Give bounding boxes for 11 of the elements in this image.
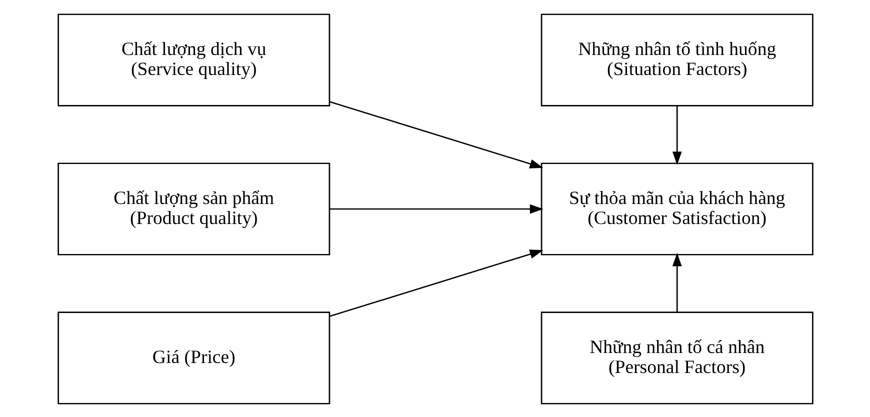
node-box: Chất lượng dịch vụ (Service quality): [57, 13, 330, 106]
node-box: Giá (Price): [57, 311, 330, 404]
node-box: Sự thỏa mãn của khách hàng (Customer Satisfaction): [540, 162, 813, 255]
arrow: [672, 252, 682, 312]
node-box: Những nhân tố cá nhân (Personal Factors): [540, 311, 813, 404]
arrow: [329, 100, 543, 168]
node-box: Chất lượng sản phẩm (Product quality): [57, 162, 330, 255]
arrow: [672, 105, 682, 165]
arrow: [329, 249, 543, 316]
arrow: [329, 204, 543, 214]
node-box: Những nhân tố tình huống (Situation Factors): [540, 13, 813, 106]
